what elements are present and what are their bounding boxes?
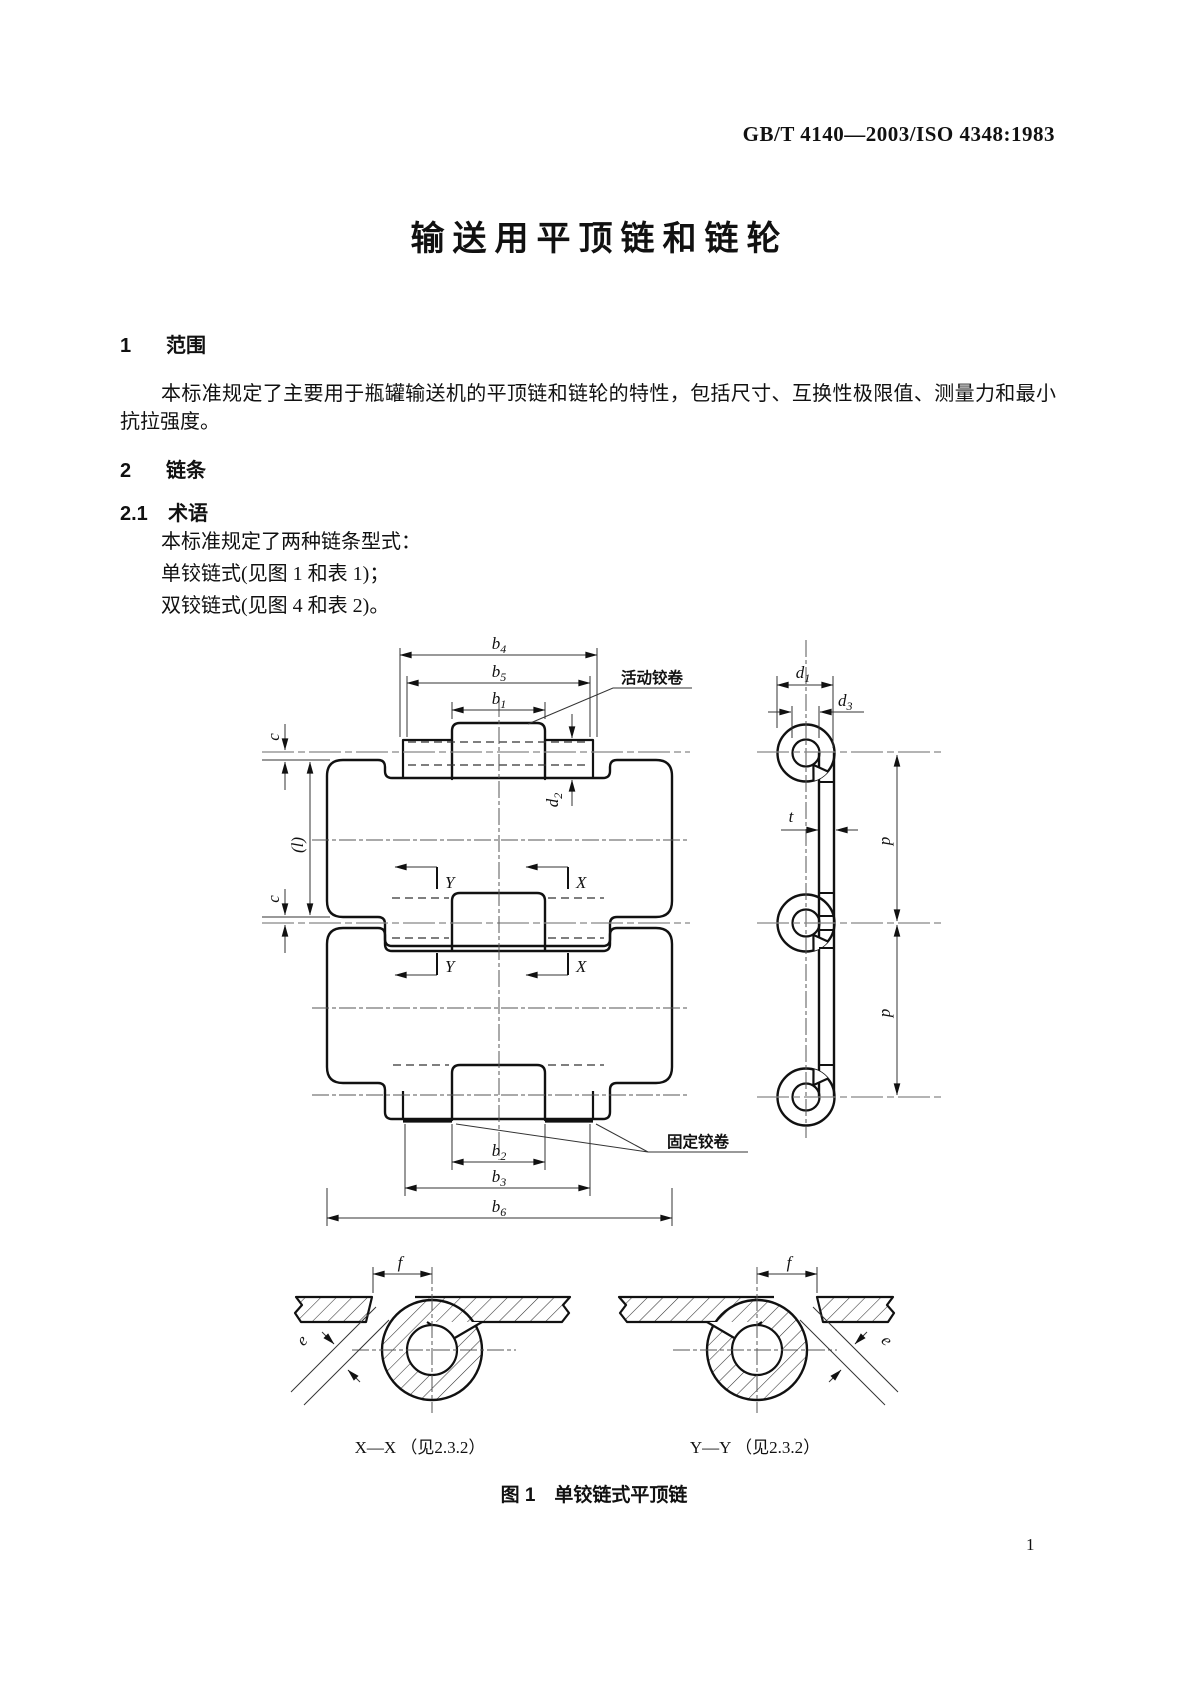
- section-2-heading: 2 链条: [120, 454, 206, 483]
- dim-t: t: [789, 807, 795, 826]
- chain-plate-outlines: [325, 758, 674, 1121]
- section-1-number: 1: [120, 335, 132, 357]
- dim-d2: d2: [543, 793, 565, 808]
- dim-b1: b1: [492, 689, 507, 711]
- section-2-number: 2: [120, 460, 132, 482]
- chain-plate-1: [325, 758, 674, 948]
- section-yy-view: f e Y—Y （见2.3.2）: [617, 1253, 899, 1457]
- section-1-title: 范围: [166, 335, 206, 357]
- side-dimensions: d1 d3 t p p: [768, 663, 901, 1096]
- dim-c-upper: c: [264, 733, 283, 741]
- dim-f-xx: f: [398, 1253, 405, 1272]
- section-2-1-number: 2.1: [120, 503, 148, 525]
- cut-label-y-upper: Y: [445, 873, 456, 892]
- document-title: 输送用平顶链和链轮: [410, 220, 789, 258]
- section-xx-caption: X—X （见2.3.2）: [355, 1438, 486, 1457]
- dim-b3: b3: [492, 1167, 507, 1189]
- movable-hinge-label: 活动铰卷: [621, 668, 684, 687]
- terms-intro-paragraph: 本标准规定了两种链条型式：: [161, 531, 421, 553]
- single-hinge-type-line: 单铰链式(见图 1 和表 1)；: [161, 563, 390, 585]
- section-xx-view: f e X—X （见2.3.2）: [290, 1253, 572, 1457]
- double-hinge-type-line: 双铰链式(见图 4 和表 2)。: [161, 595, 390, 617]
- side-centerlines: [757, 640, 945, 1138]
- section-2-1-title: 术语: [168, 503, 208, 525]
- cut-label-x-upper: X: [575, 873, 587, 892]
- dim-d3: d3: [838, 691, 853, 713]
- fixed-barrel-top-right: [545, 738, 595, 779]
- scope-paragraph: 本标准规定了主要用于瓶罐输送机的平顶链和链轮的特性，包括尺寸、互换性极限值、测量…: [120, 383, 1056, 433]
- cut-label-x-lower: X: [575, 957, 587, 976]
- fixed-barrel-bottom-sides: [401, 1091, 595, 1120]
- section-cut-marks: Y X Y X: [394, 863, 587, 979]
- centerlines: [262, 700, 690, 1160]
- hidden-lines: [392, 741, 604, 1066]
- chain-plate-2: [325, 926, 674, 1121]
- fixed-barrel-top-left: [401, 738, 452, 779]
- plan-dimensions: b4 b5 b1 d2 c: [264, 634, 673, 1226]
- dim-c-lower: c: [264, 895, 283, 903]
- hinge-barrels: [401, 721, 595, 1123]
- section-1-heading: 1 范围: [120, 329, 206, 358]
- dim-b6: b6: [492, 1197, 507, 1219]
- dim-f-yy: f: [787, 1253, 794, 1272]
- dim-e-yy: e: [878, 1331, 897, 1350]
- callouts: 活动铰卷 固定铰卷: [455, 668, 748, 1153]
- dim-e-xx: e: [292, 1331, 311, 1350]
- page-number: 1: [1026, 1535, 1035, 1554]
- dim-b2: b2: [492, 1141, 507, 1163]
- dim-d1: d1: [796, 663, 811, 685]
- dim-p-lower: p: [875, 1009, 894, 1019]
- dim-b4: b4: [492, 634, 507, 656]
- cut-label-y-lower: Y: [445, 957, 456, 976]
- fixed-hinge-label: 固定铰卷: [667, 1132, 730, 1151]
- section-yy-caption: Y—Y （见2.3.2）: [690, 1438, 820, 1457]
- section-2-1-heading: 2.1 术语: [120, 497, 208, 526]
- figure-caption: 图 1 单铰链式平顶链: [501, 1483, 688, 1506]
- section-2-title: 链条: [166, 460, 206, 482]
- dim-l: (l): [288, 837, 307, 853]
- dim-b5: b5: [492, 662, 507, 684]
- side-view: d1 d3 t p p: [757, 640, 945, 1138]
- plan-view: b4 b5 b1 d2 c: [262, 634, 748, 1226]
- side-plate-bar: [817, 751, 836, 1099]
- dim-p-upper: p: [875, 837, 894, 847]
- standard-number-header: GB/T 4140—2003/ISO 4348:1983: [742, 122, 1055, 146]
